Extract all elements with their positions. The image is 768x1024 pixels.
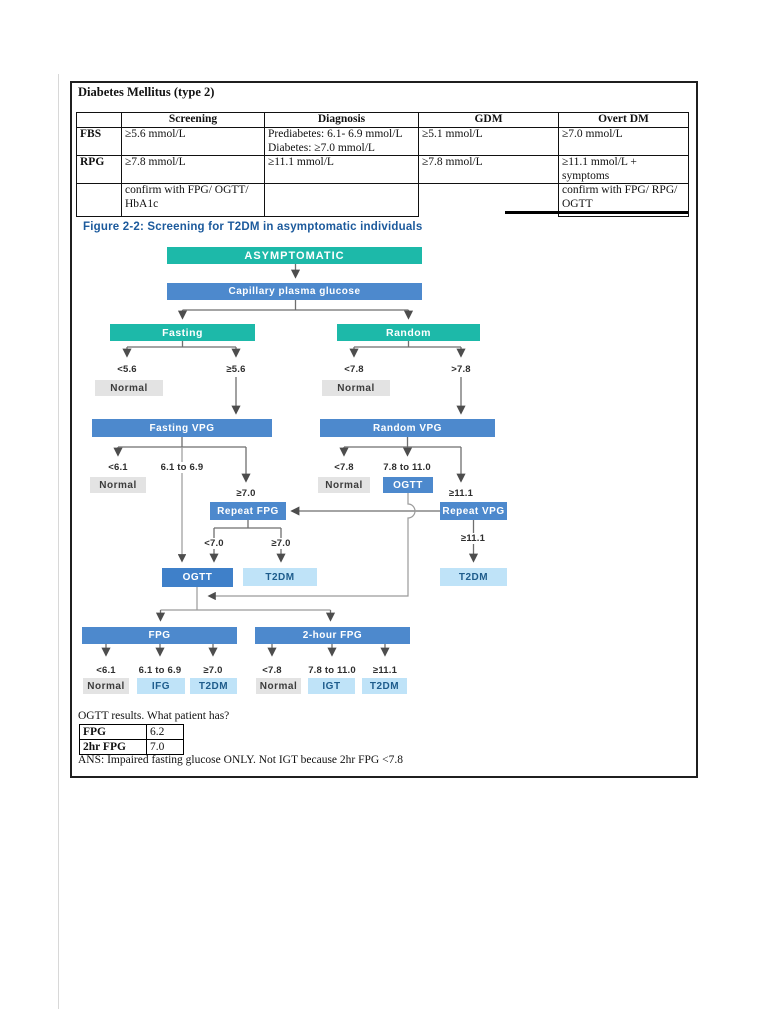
branch-label-lt-5-6: <5.6 [115,364,139,375]
node-asymptomatic: ASYMPTOMATIC [167,247,422,264]
dm-summary-table: Screening Diagnosis GDM Overt DM FBS ≥5.… [76,112,689,218]
node-repeat-fpg: Repeat FPG [210,502,286,520]
node-igt: IGT [308,678,355,694]
figure-caption: Figure 2-2: Screening for T2DM in asympt… [83,221,423,233]
quiz-fpg-label: FPG [79,724,147,740]
node-fpg: FPG [82,627,237,644]
fbs-diagnosis: Prediabetes: 6.1- 6.9 mmol/L Diabetes: ≥… [264,126,419,157]
node-normal-fpg: Normal [83,678,129,694]
node-normal-lt-7-8: Normal [318,477,370,493]
quiz-2hr-fpg-value: 7.0 [146,739,184,755]
branch-label-fpg-ge-7-0: ≥7.0 [201,665,225,676]
quiz-2hr-fpg-label: 2hr FPG [79,739,147,755]
table-row-confirm: confirm with FPG/ OGTT/ HbA1c confirm wi… [76,183,689,218]
branch-label-2hr-lt-7-8: <7.8 [260,665,284,676]
node-normal-2hr: Normal [256,678,301,694]
confirm-diagnosis [264,183,419,218]
branch-label-lt-7-8: <7.8 [342,364,366,375]
document-border-box [70,81,698,778]
document-title: Diabetes Mellitus (type 2) [78,85,215,99]
node-repeat-vpg: Repeat VPG [440,502,507,520]
node-normal-random: Normal [322,380,390,396]
quiz-fpg-value: 6.2 [146,724,184,740]
node-random: Random [337,324,480,341]
node-ogtt-first: OGTT [383,477,433,493]
branch-label-2hr-ge-11-1: ≥11.1 [370,665,400,676]
node-t2dm-fpg: T2DM [190,678,237,694]
quiz-answer: ANS: Impaired fasting glucose ONLY. Not … [78,754,403,766]
quiz-row-2hr-fpg: 2hr FPG 7.0 [79,739,184,755]
branch-label-6-1-to-6-9: 6.1 to 6.9 [158,462,206,473]
quiz-table: FPG 6.2 2hr FPG 7.0 [79,724,184,755]
node-t2dm-repeat-vpg: T2DM [440,568,507,586]
branch-label-gt-7-8: >7.8 [449,364,473,375]
node-t2dm-repeat-fpg: T2DM [243,568,317,586]
table-row-rpg: RPG ≥7.8 mmol/L ≥11.1 mmol/L ≥7.8 mmol/L… [76,155,689,185]
branch-label-fpg-lt-6-1: <6.1 [94,665,118,676]
node-ifg: IFG [137,678,185,694]
branch-label-lt-7-8-vpg: <7.8 [332,462,356,473]
node-capillary-plasma-glucose: Capillary plasma glucose [167,283,422,300]
node-random-vpg: Random VPG [320,419,495,437]
node-2-hour-fpg: 2-hour FPG [255,627,410,644]
branch-label-7-8-to-11-0: 7.8 to 11.0 [381,462,433,473]
node-t2dm-2hr: T2DM [362,678,407,694]
fbs-screening: ≥5.6 mmol/L [121,126,265,157]
node-ogtt-second: OGTT [162,568,233,587]
branch-label-lt-6-1: <6.1 [106,462,130,473]
scan-edge-line [58,74,59,1009]
quiz-prompt: OGTT results. What patient has? [78,710,230,722]
header-screening: Screening [121,112,265,128]
node-fasting-vpg: Fasting VPG [92,419,272,437]
confirm-screening: confirm with FPG/ OGTT/ HbA1c [121,183,265,218]
rpg-screening: ≥7.8 mmol/L [121,155,265,185]
fbs-label: FBS [76,126,122,157]
branch-label-ge-5-6: ≥5.6 [224,364,248,375]
node-normal-lt-6-1: Normal [90,477,146,493]
branch-label-ge-7-0-repeat: ≥7.0 [269,538,293,549]
branch-label-2hr-7-8-to-11-0: 7.8 to 11.0 [306,665,358,676]
rpg-diagnosis: ≥11.1 mmol/L [264,155,419,185]
rpg-overt-dm: ≥11.1 mmol/L + symptoms [558,155,689,185]
table-row-fbs: FBS ≥5.6 mmol/L Prediabetes: 6.1- 6.9 mm… [76,126,689,157]
branch-label-ge-11-1: ≥11.1 [446,488,476,499]
branch-label-fpg-6-1-to-6-9: 6.1 to 6.9 [136,665,184,676]
rpg-label: RPG [76,155,122,185]
node-normal-fasting: Normal [95,380,163,396]
branch-label-ge-11-1-repeat: ≥11.1 [458,533,488,544]
branch-label-lt-7-0: <7.0 [202,538,226,549]
table-scan-artifact-line [505,211,688,214]
quiz-row-fpg: FPG 6.2 [79,724,184,740]
node-fasting: Fasting [110,324,255,341]
branch-label-ge-7-0: ≥7.0 [234,488,258,499]
fbs-gdm: ≥5.1 mmol/L [418,126,559,157]
table-header-row: Screening Diagnosis GDM Overt DM [76,112,689,128]
